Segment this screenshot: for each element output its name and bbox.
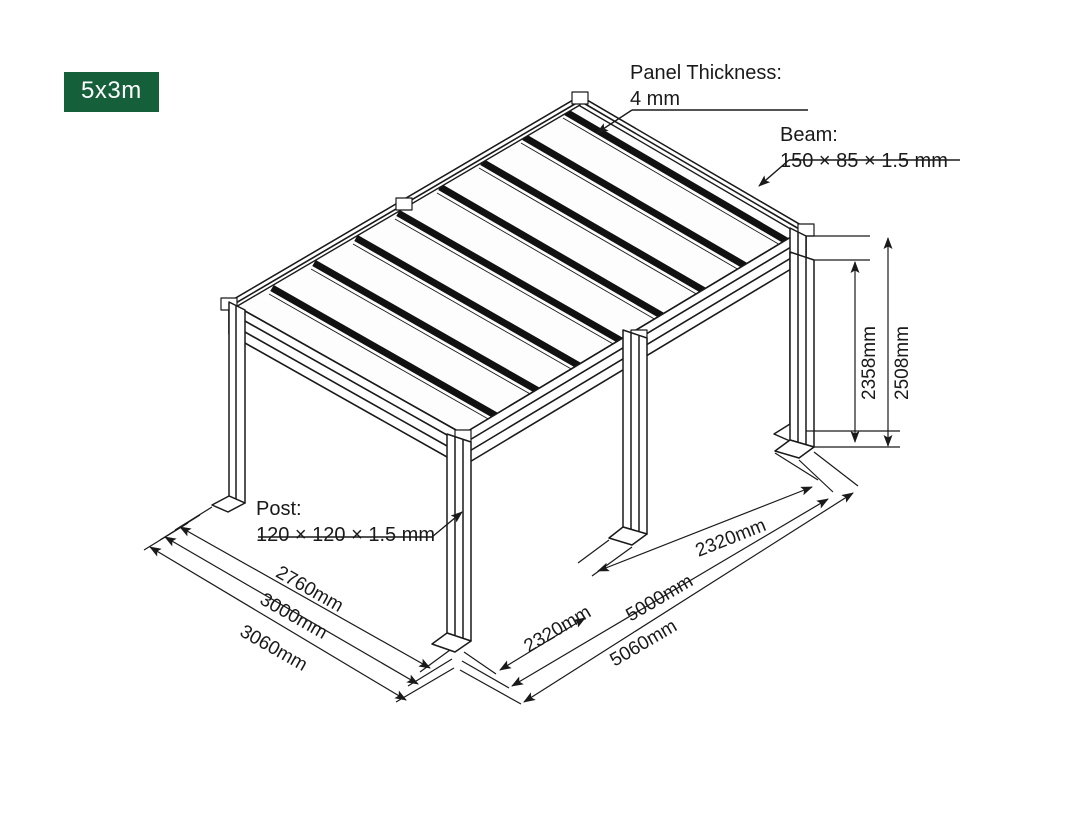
leader-panel-thickness — [596, 109, 808, 134]
panel-thickness-value: 4 mm — [630, 88, 680, 110]
post-value: 120 × 120 × 1.5 mm — [256, 524, 436, 546]
post-front-right — [774, 251, 815, 459]
width-dimension-lines — [459, 451, 859, 705]
beam-value: 150 × 85 × 1.5 mm — [780, 150, 948, 172]
panel-thickness-label: Panel Thickness: — [630, 62, 782, 84]
beam-annotation: Beam: 150 × 85 × 1.5 mm — [780, 122, 948, 174]
depth-dimension-lines — [143, 506, 455, 703]
vertical-dimension-lines — [806, 235, 900, 448]
dim-label-height-outer: 2508mm — [892, 326, 913, 400]
beam-label: Beam: — [780, 124, 838, 146]
post-front-left — [431, 433, 472, 653]
post-label: Post: — [256, 498, 302, 520]
post-annotation: Post: 120 × 120 × 1.5 mm — [256, 496, 435, 548]
posts — [211, 227, 815, 653]
post-rear-left — [211, 301, 246, 513]
size-badge: 5x3m — [64, 72, 159, 112]
leader-beam — [758, 159, 960, 187]
dim-line-5060 — [523, 492, 854, 703]
dim-label-height-inner: 2358mm — [859, 326, 880, 400]
roof-rafters — [270, 108, 792, 422]
roof-rafter-highlights — [268, 117, 788, 425]
dim-line-3060 — [149, 546, 407, 701]
roof-assembly — [220, 91, 815, 467]
panel-thickness-annotation: Panel Thickness: 4 mm — [630, 60, 782, 112]
